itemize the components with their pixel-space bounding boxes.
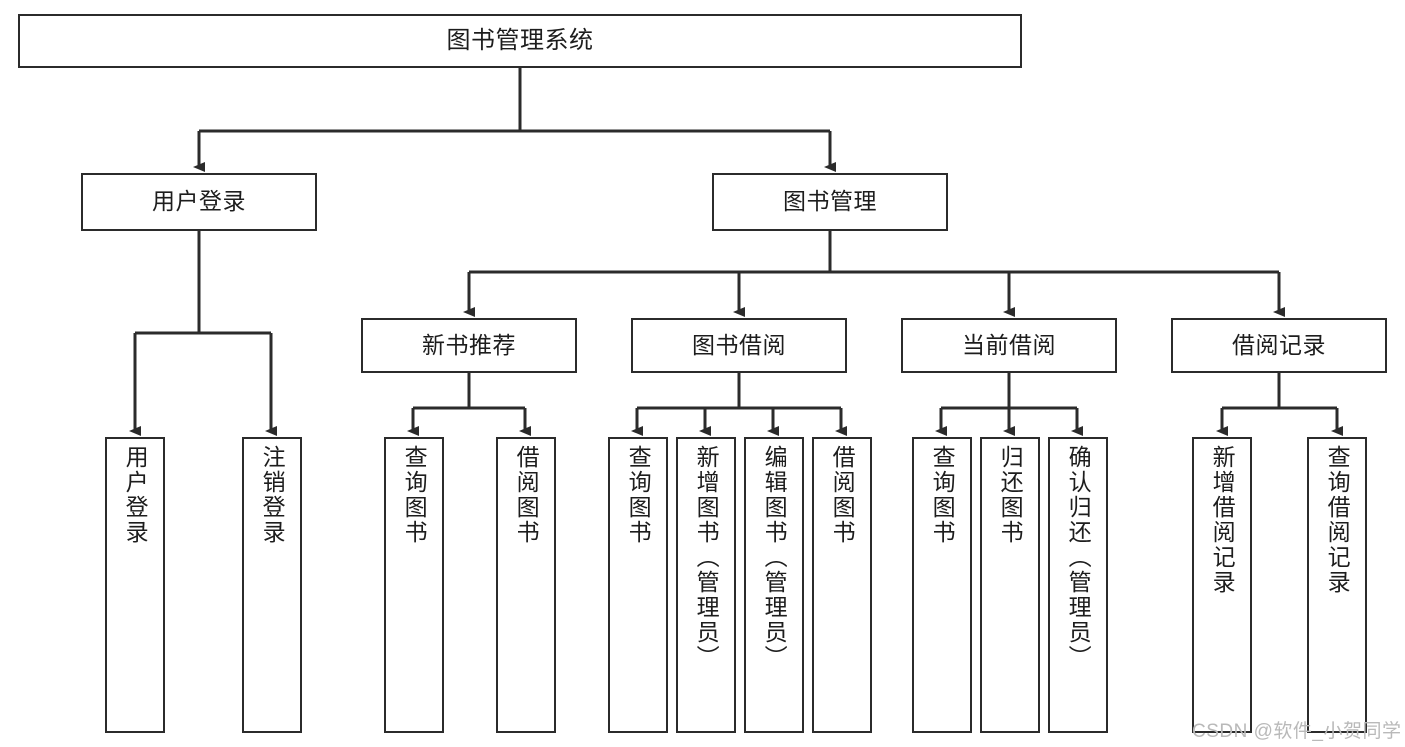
leaf-book-borrow-4[interactable]: 借阅图书 [812, 437, 872, 733]
node-new-book-recommend-label: 新书推荐 [422, 331, 516, 358]
leaf-borrow-record-2[interactable]: 查询借阅记录 [1307, 437, 1367, 733]
leaf-user-login-2[interactable]: 注销登录 [242, 437, 302, 733]
node-current-borrow[interactable]: 当前借阅 [901, 318, 1117, 373]
leaf-borrow-record-1[interactable]: 新增借阅记录 [1192, 437, 1252, 733]
leaf-new-book-1[interactable]: 查询图书 [384, 437, 444, 733]
leaf-user-login-1[interactable]: 用户登录 [105, 437, 165, 733]
node-user-login[interactable]: 用户登录 [81, 173, 317, 231]
node-borrow-record[interactable]: 借阅记录 [1171, 318, 1387, 373]
leaf-new-book-1-label: 查询图书 [401, 445, 428, 545]
leaf-book-borrow-4-label: 借阅图书 [829, 445, 856, 545]
leaf-current-borrow-2[interactable]: 归还图书 [980, 437, 1040, 733]
leaf-book-borrow-2-label: 新增图书（管理员） [693, 445, 720, 670]
leaf-new-book-2-label: 借阅图书 [513, 445, 540, 545]
leaf-book-borrow-3-label: 编辑图书（管理员） [761, 445, 788, 670]
node-book-manage-label: 图书管理 [783, 188, 877, 215]
node-book-manage[interactable]: 图书管理 [712, 173, 948, 231]
leaf-current-borrow-2-label: 归还图书 [997, 445, 1024, 545]
node-new-book-recommend[interactable]: 新书推荐 [361, 318, 577, 373]
leaf-book-borrow-3[interactable]: 编辑图书（管理员） [744, 437, 804, 733]
node-root-label: 图书管理系统 [446, 26, 594, 54]
leaf-user-login-1-label: 用户登录 [122, 445, 149, 545]
leaf-book-borrow-1[interactable]: 查询图书 [608, 437, 668, 733]
leaf-new-book-2[interactable]: 借阅图书 [496, 437, 556, 733]
leaf-book-borrow-2[interactable]: 新增图书（管理员） [676, 437, 736, 733]
leaf-current-borrow-3[interactable]: 确认归还（管理员） [1048, 437, 1108, 733]
leaf-current-borrow-1-label: 查询图书 [929, 445, 956, 545]
leaf-borrow-record-1-label: 新增借阅记录 [1209, 445, 1236, 595]
node-book-borrow[interactable]: 图书借阅 [631, 318, 847, 373]
node-book-borrow-label: 图书借阅 [692, 331, 786, 358]
leaf-current-borrow-1[interactable]: 查询图书 [912, 437, 972, 733]
node-root[interactable]: 图书管理系统 [18, 14, 1022, 68]
leaf-book-borrow-1-label: 查询图书 [625, 445, 652, 545]
watermark-text: CSDN @软件_小贺同学 [1192, 721, 1402, 742]
leaf-current-borrow-3-label: 确认归还（管理员） [1065, 445, 1092, 670]
node-current-borrow-label: 当前借阅 [962, 331, 1056, 358]
leaf-borrow-record-2-label: 查询借阅记录 [1324, 445, 1351, 595]
node-borrow-record-label: 借阅记录 [1232, 331, 1326, 358]
leaf-user-login-2-label: 注销登录 [259, 445, 286, 545]
node-user-login-label: 用户登录 [152, 188, 246, 215]
